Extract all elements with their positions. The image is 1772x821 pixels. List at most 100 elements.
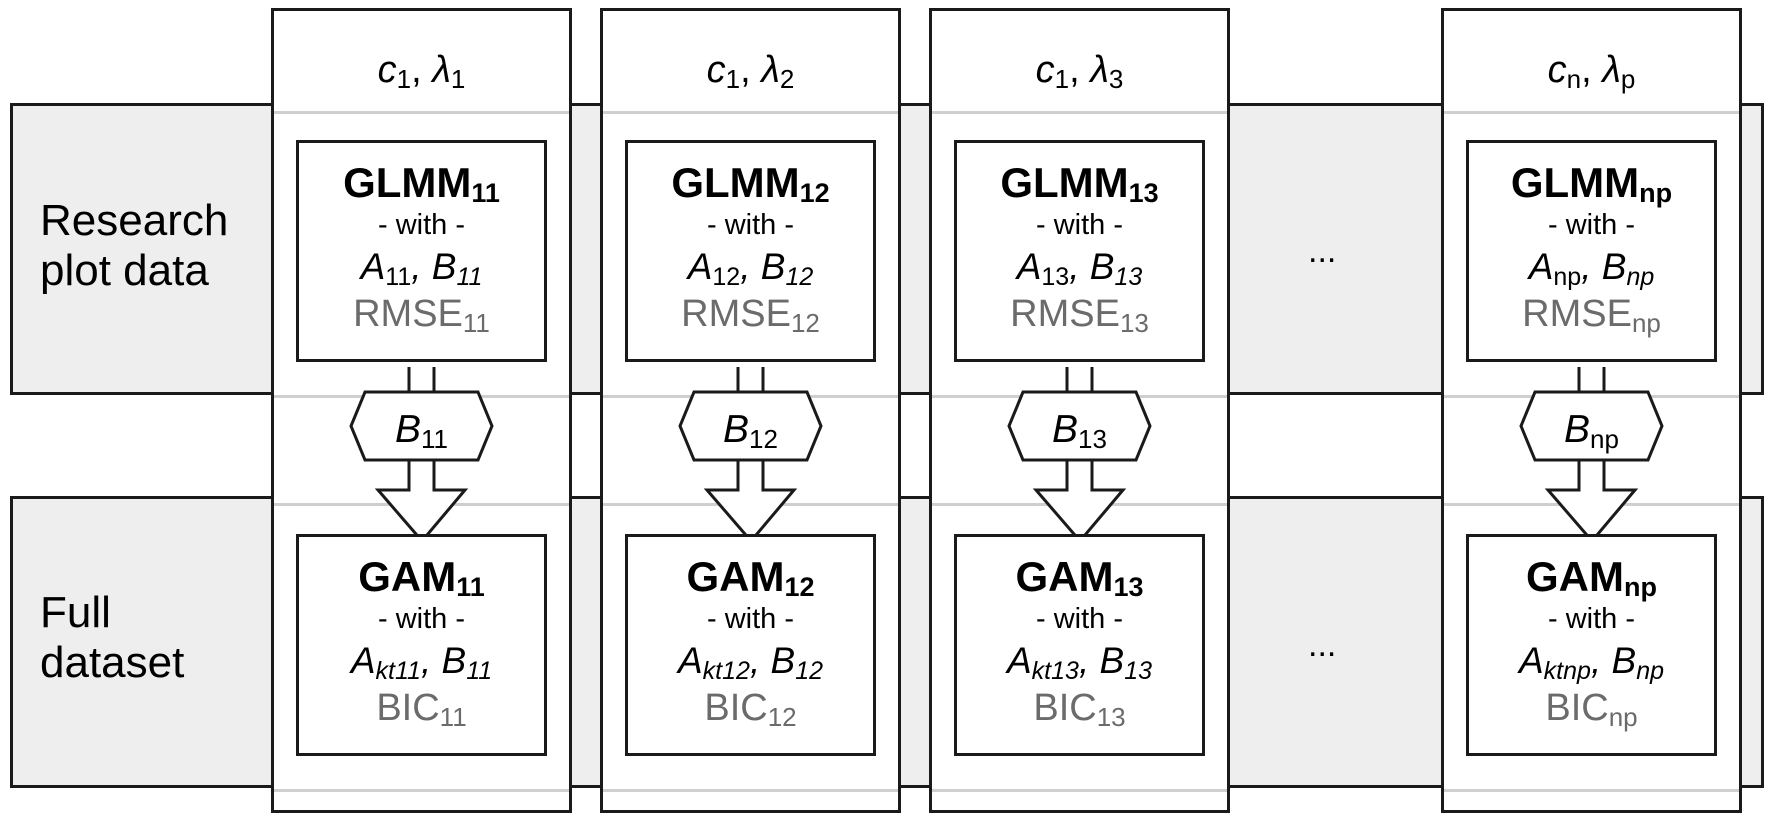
text-fragment: kt13 — [1031, 657, 1079, 685]
text-fragment: 13 — [1041, 263, 1070, 291]
b-parameter-label: Bnp — [1444, 407, 1739, 453]
text-fragment: GAM — [358, 553, 457, 600]
text-fragment: B — [394, 408, 421, 451]
text-fragment: 13 — [1113, 572, 1144, 602]
gam-title: GAM11 — [299, 553, 544, 602]
with-label: - with - — [1548, 603, 1635, 635]
gam-parameters: Akt12, B12 — [677, 640, 823, 685]
model-column-3: c1, λ3 GLMM13 - with - A13, B13 RMSE13 B… — [929, 8, 1230, 813]
glmm-parameters: Anp, Bnp — [1528, 246, 1655, 291]
ellipsis-bottom: ... — [1308, 626, 1337, 664]
text-fragment: A — [1528, 246, 1554, 287]
text-fragment: GLMM — [1510, 159, 1640, 206]
column-header: c1, λ2 — [706, 49, 795, 94]
gam-title: GAMnp — [1469, 553, 1714, 601]
text-fragment: 12 — [799, 178, 830, 208]
bic-value: BIC11 — [299, 684, 544, 732]
text-fragment: A — [687, 246, 713, 287]
text-fragment: RMSE — [1010, 293, 1120, 335]
gam-box: GAM12 - with - Akt12, B12 BIC12 — [625, 534, 876, 756]
text-fragment: c — [706, 49, 726, 91]
arrow-down-icon — [1032, 458, 1127, 542]
text-fragment: 11 — [471, 178, 500, 208]
text-fragment: 11 — [466, 657, 493, 685]
text-fragment: 1 — [396, 64, 412, 94]
text-fragment: 12 — [795, 657, 823, 685]
text-fragment: 2 — [779, 64, 795, 94]
glmm-title: GLMM11 — [299, 160, 544, 208]
glmm-title: GLMMnp — [1469, 159, 1714, 207]
glmm-box: GLMM13 - with - A13, B13 RMSE13 — [954, 140, 1205, 362]
b-parameter-label: B13 — [932, 407, 1227, 453]
bic-value: BICnp — [1469, 684, 1714, 732]
text-fragment: BIC — [1033, 687, 1097, 729]
text-fragment: ktnp — [1543, 657, 1591, 685]
text-fragment: 13 — [1078, 424, 1107, 454]
text-fragment: B — [770, 640, 796, 681]
row-label-line: Research — [40, 196, 229, 245]
text-fragment: c — [1035, 49, 1055, 91]
text-fragment: 13 — [1124, 657, 1152, 685]
text-fragment: GAM — [1526, 553, 1624, 600]
text-fragment: kt11 — [375, 657, 421, 685]
glmm-title: GLMM12 — [628, 160, 873, 208]
with-label: - with - — [378, 209, 465, 241]
rmse-value: RMSE11 — [299, 290, 544, 338]
text-fragment: kt12 — [702, 657, 750, 685]
model-column-4: cn, λp GLMMnp - with - Anp, Bnp RMSEnp B… — [1441, 8, 1742, 813]
text-fragment: 13 — [1119, 308, 1149, 338]
with-label: - with - — [1548, 209, 1635, 241]
text-fragment: 11 — [385, 263, 412, 291]
text-fragment: A — [360, 246, 386, 287]
model-column-2: c1, λ2 GLMM12 - with - A12, B12 RMSE12 B… — [600, 8, 901, 813]
row-label-line: dataset — [40, 638, 185, 687]
text-fragment: 11 — [421, 424, 448, 454]
text-fragment: A — [677, 640, 703, 681]
text-fragment: np — [1608, 702, 1638, 732]
gam-parameters: Aktnp, Bnp — [1518, 640, 1664, 685]
text-fragment: RMSE — [353, 293, 463, 335]
text-fragment: 11 — [456, 572, 485, 602]
row-label-research-plot-data: Research plot data — [40, 196, 228, 296]
bic-value: BIC12 — [628, 684, 873, 732]
band-edge-line — [1444, 789, 1739, 792]
text-fragment: B — [760, 246, 786, 287]
band-edge-line — [932, 789, 1227, 792]
glmm-parameters: A11, B11 — [360, 246, 483, 291]
text-fragment: np — [1636, 657, 1664, 685]
column-header: cn, λp — [1547, 49, 1636, 94]
b-parameter-label: B11 — [274, 407, 569, 453]
transfer-connector — [1007, 367, 1152, 542]
arrow-down-icon — [1544, 458, 1639, 542]
model-column-1: c1, λ1 GLMM11 - with - A11, B11 RMSE11 B… — [271, 8, 572, 813]
glmm-title: GLMM13 — [957, 159, 1202, 208]
gam-title: GAM12 — [628, 553, 873, 602]
with-label: - with - — [707, 603, 794, 635]
with-label: - with - — [1036, 209, 1123, 241]
text-fragment: 13 — [1128, 178, 1159, 208]
gam-title: GAM13 — [957, 553, 1202, 602]
gam-parameters: Akt13, B13 — [1006, 640, 1152, 685]
text-fragment: GAM — [686, 553, 785, 600]
text-fragment: B — [723, 408, 750, 451]
text-fragment: c — [377, 49, 397, 91]
text-fragment: 12 — [767, 702, 797, 732]
band-edge-line — [274, 111, 569, 114]
band-edge-line — [603, 789, 898, 792]
text-fragment: 12 — [784, 572, 815, 602]
text-fragment: A — [350, 640, 376, 681]
text-fragment: GAM — [1015, 553, 1114, 600]
glmm-box: GLMMnp - with - Anp, Bnp RMSEnp — [1466, 140, 1717, 362]
text-fragment: 11 — [439, 702, 467, 732]
text-fragment: A — [1006, 640, 1032, 681]
glmm-parameters: A12, B12 — [687, 246, 814, 291]
with-label: - with - — [378, 603, 465, 635]
rmse-value: RMSE13 — [957, 290, 1202, 338]
ellipsis-top: ... — [1308, 232, 1337, 270]
transfer-connector — [1519, 367, 1664, 542]
text-fragment: λ — [432, 49, 451, 91]
text-fragment: A — [1518, 640, 1544, 681]
band-edge-line — [274, 789, 569, 792]
text-fragment: BIC — [1545, 687, 1609, 729]
text-fragment: GLMM — [1000, 159, 1129, 206]
